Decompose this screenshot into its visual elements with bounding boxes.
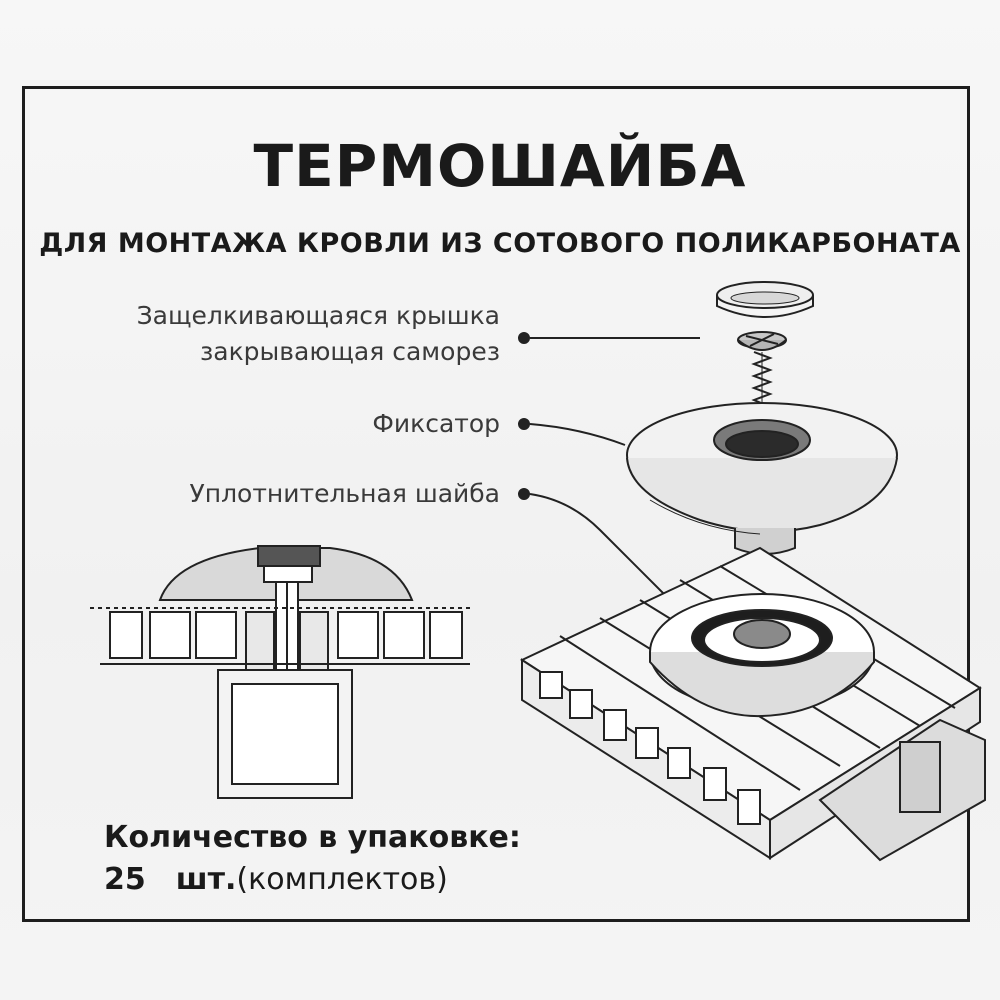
quantity-value-line: 25 шт.(комплектов) — [104, 862, 448, 897]
label-frame — [22, 86, 970, 922]
cap-label: Защелкивающаяся крышка закрывающая самор… — [60, 298, 500, 370]
seal-washer-part — [649, 593, 875, 718]
leader-cap — [518, 332, 700, 344]
leader-seal — [518, 488, 681, 611]
seal-washer-label: Уплотнительная шайба — [189, 479, 501, 508]
cap-part — [716, 281, 814, 318]
product-subtitle: ДЛЯ МОНТАЖА КРОВЛИ ИЗ СОТОВОГО ПОЛИКАРБО… — [39, 228, 961, 259]
cap-label-line2: закрывающая саморез — [199, 337, 500, 366]
quantity-suffix: (комплектов) — [236, 862, 448, 897]
screw-part — [737, 331, 787, 414]
leader-fixer — [518, 418, 626, 446]
cross-section-diagram — [90, 545, 470, 799]
quantity-unit: шт. — [175, 862, 237, 897]
product-title: ТЕРМОШАЙБА — [253, 132, 747, 200]
fixer-part — [626, 402, 898, 555]
cap-label-line1: Защелкивающаяся крышка — [136, 301, 500, 330]
fixer-label: Фиксатор — [372, 409, 500, 438]
quantity-line: Количество в упаковке: — [104, 820, 521, 855]
quantity-number: 25 — [104, 862, 146, 897]
